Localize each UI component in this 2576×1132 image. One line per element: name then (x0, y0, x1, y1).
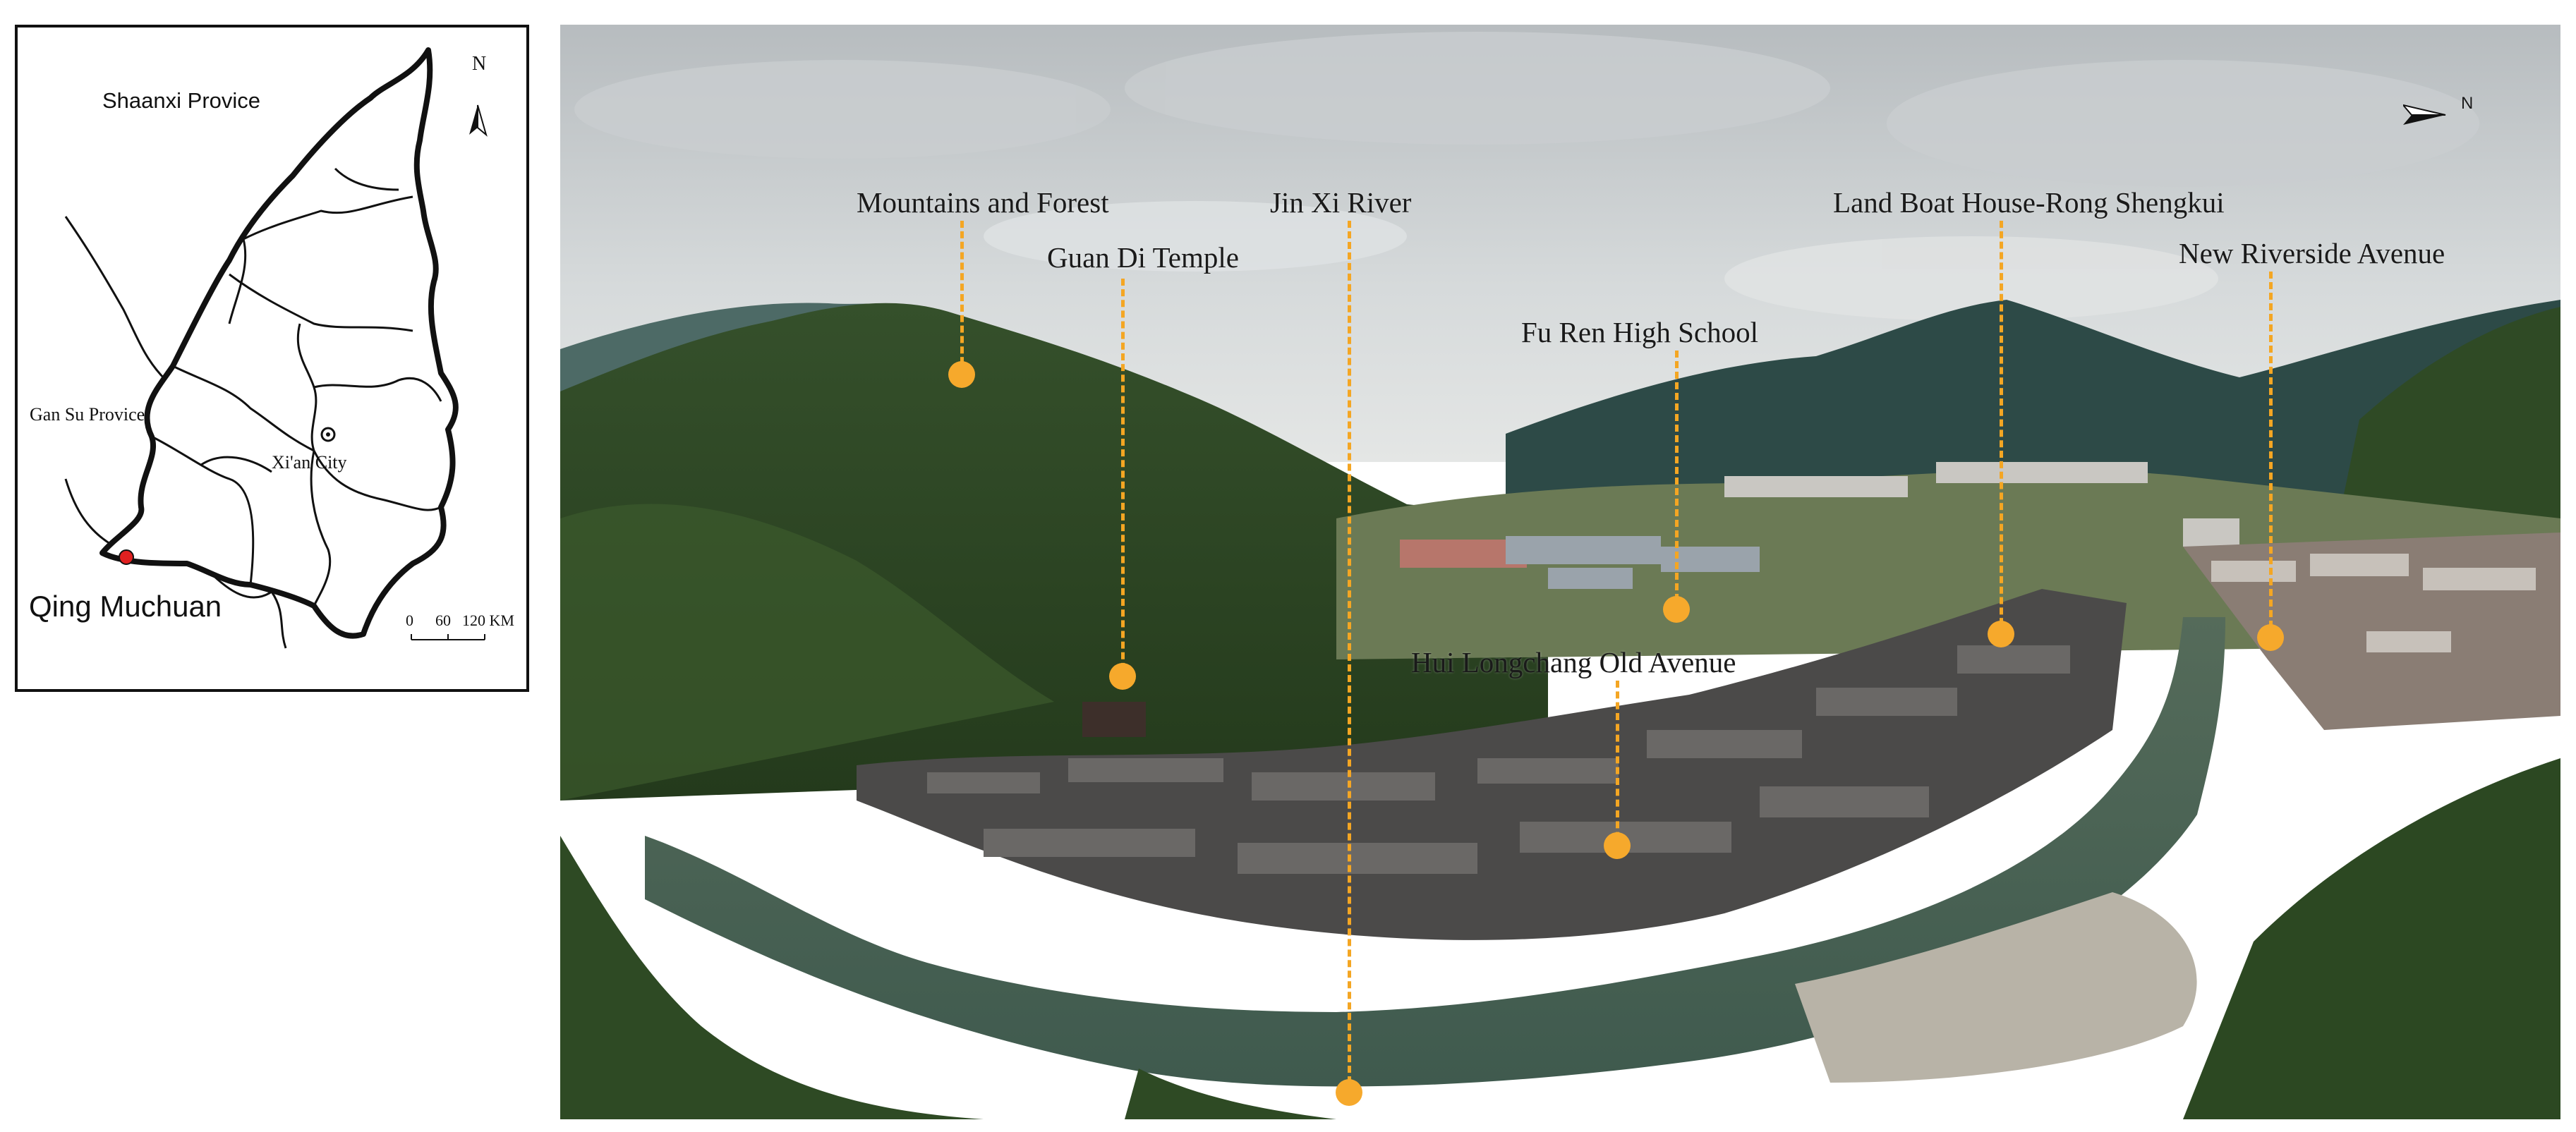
gansu-border-line (64, 216, 167, 382)
province-label: Shaanxi Provice (102, 88, 261, 113)
province-outline-map (64, 47, 488, 649)
callout-label-hui-longchang-avenue: Hui Longchang Old Avenue (1411, 646, 1736, 678)
callout-marker (1336, 1079, 1362, 1106)
site-label: Qing Muchuan (29, 590, 222, 623)
callout-marker (1988, 621, 2014, 647)
north-arrow-icon (469, 104, 488, 137)
callout-label-land-boat-house: Land Boat House-Rong Shengkui (1833, 186, 2225, 219)
capital-label: Xi'an City (272, 452, 347, 473)
shaanxi-outline (99, 47, 459, 639)
photo-north-label: N (2461, 94, 2474, 113)
locator-map: N Shaanxi Provice Gan Su Provice Xi'an C… (15, 25, 529, 692)
north-label: N (472, 53, 487, 75)
leader-line (1121, 279, 1125, 681)
scale-bar (411, 634, 485, 640)
scale-tick-60: 60 (435, 611, 451, 629)
callout-label-new-riverside-avenue: New Riverside Avenue (2179, 237, 2445, 269)
callout-label-jin-xi-river: Jin Xi River (1270, 186, 1412, 219)
foreground-trees-right (2183, 758, 2560, 1119)
callout-marker (1604, 832, 1631, 859)
scale-tick-120: 120 KM (462, 611, 514, 629)
north-arrow-icon (2403, 104, 2446, 125)
callout-label-mountains-forest: Mountains and Forest (857, 186, 1109, 219)
river-gravel-bank (1795, 892, 2197, 1083)
temple-building (1082, 702, 1146, 737)
site-marker (119, 549, 134, 565)
leader-line (1675, 351, 1679, 611)
distant-mountain-right (1506, 300, 2560, 518)
callout-label-guan-di-temple: Guan Di Temple (1047, 241, 1239, 274)
jin-xi-river (645, 617, 2225, 1087)
leader-line (2000, 221, 2003, 635)
leader-line (960, 221, 964, 375)
leader-line (1616, 681, 1619, 850)
callout-marker (948, 361, 975, 388)
callout-marker (1663, 596, 1690, 623)
neighbor-province-label: Gan Su Provice (30, 404, 145, 425)
callout-marker (2257, 624, 2284, 651)
aerial-scene (560, 25, 2560, 1119)
leader-line (2269, 272, 2273, 638)
foreground-trees-left (560, 836, 984, 1119)
scale-tick-0: 0 (406, 611, 413, 629)
callout-label-fu-ren-high-school: Fu Ren High School (1521, 316, 1758, 348)
callout-marker (1109, 663, 1136, 690)
aerial-photo: N Mountains and Forest Guan Di Temple Ji… (560, 25, 2560, 1119)
leader-line (1348, 221, 1351, 1094)
